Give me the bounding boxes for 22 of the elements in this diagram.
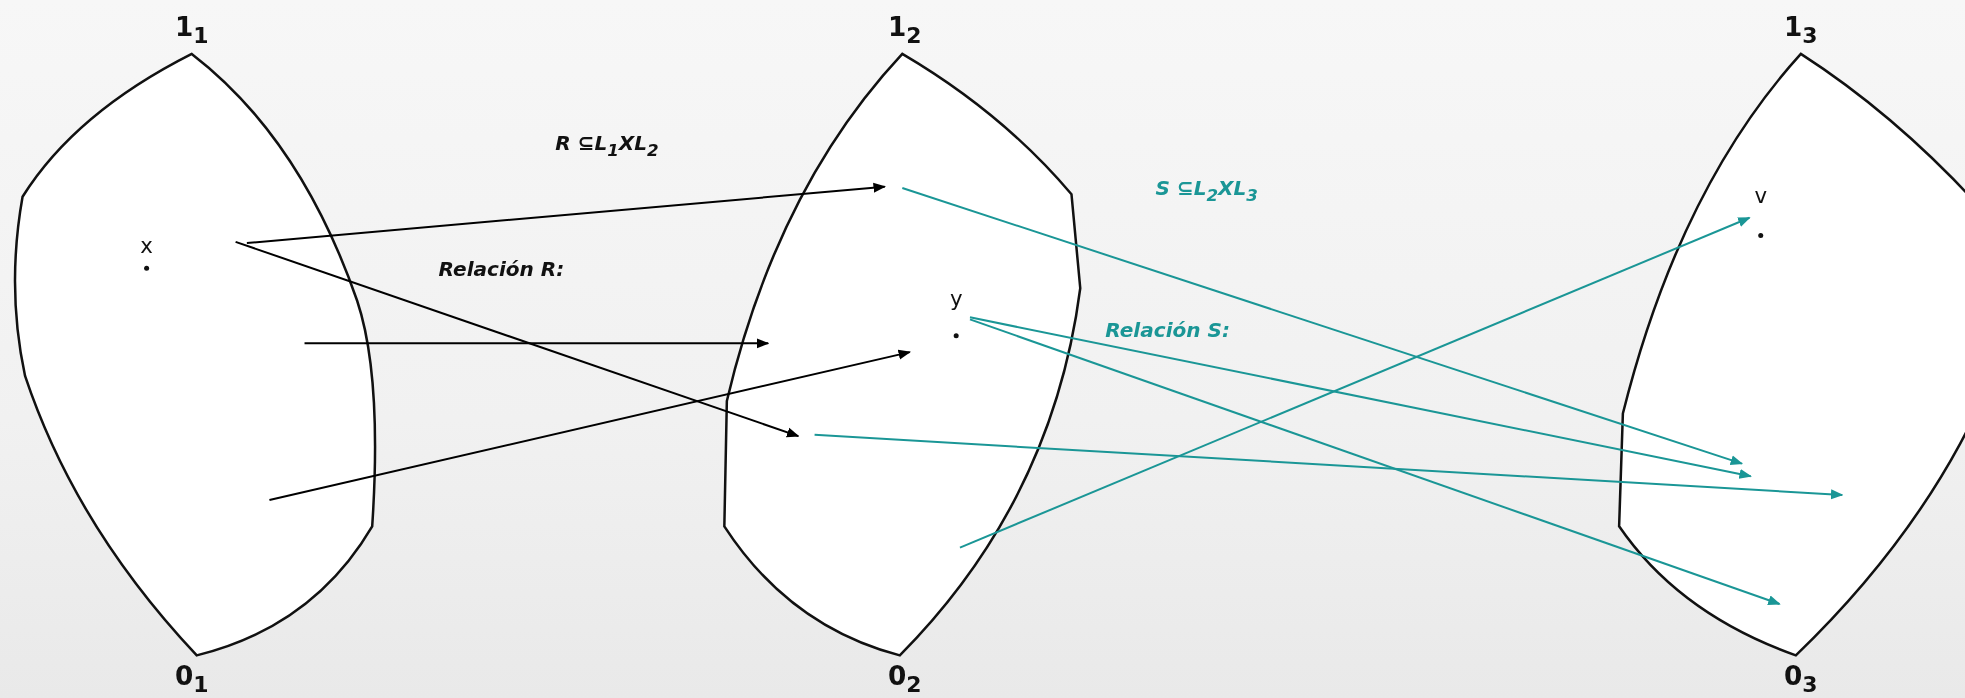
arrow <box>902 187 1744 465</box>
point-label: y <box>942 288 970 341</box>
arrow <box>969 318 1781 605</box>
arrow <box>814 433 1844 500</box>
relation-label: Relación R: <box>438 256 565 281</box>
point-label: x <box>135 235 158 274</box>
arrow <box>235 240 800 438</box>
bottom-element-label: 0$_{2}$ <box>888 664 922 697</box>
relation-label: S ⊆L$_{2}$XL$_{3}$ <box>1155 176 1258 206</box>
arrow <box>269 349 912 501</box>
top-element-label: 1$_{2}$ <box>888 15 922 48</box>
arrow <box>959 216 1751 549</box>
top-element-label: 1$_{3}$ <box>1784 15 1818 48</box>
arrow <box>304 338 770 349</box>
bottom-element-label: 0$_{1}$ <box>174 664 209 697</box>
point-label: v <box>1749 185 1772 241</box>
arrow <box>969 316 1752 479</box>
relation-label: R ⊆L$_{1}$XL$_{2}$ <box>555 131 659 161</box>
bottom-element-label: 0$_{3}$ <box>1784 664 1818 697</box>
relation-label: Relación S: <box>1105 318 1230 343</box>
top-element-label: 1$_{1}$ <box>174 15 209 48</box>
arrow <box>246 182 886 245</box>
